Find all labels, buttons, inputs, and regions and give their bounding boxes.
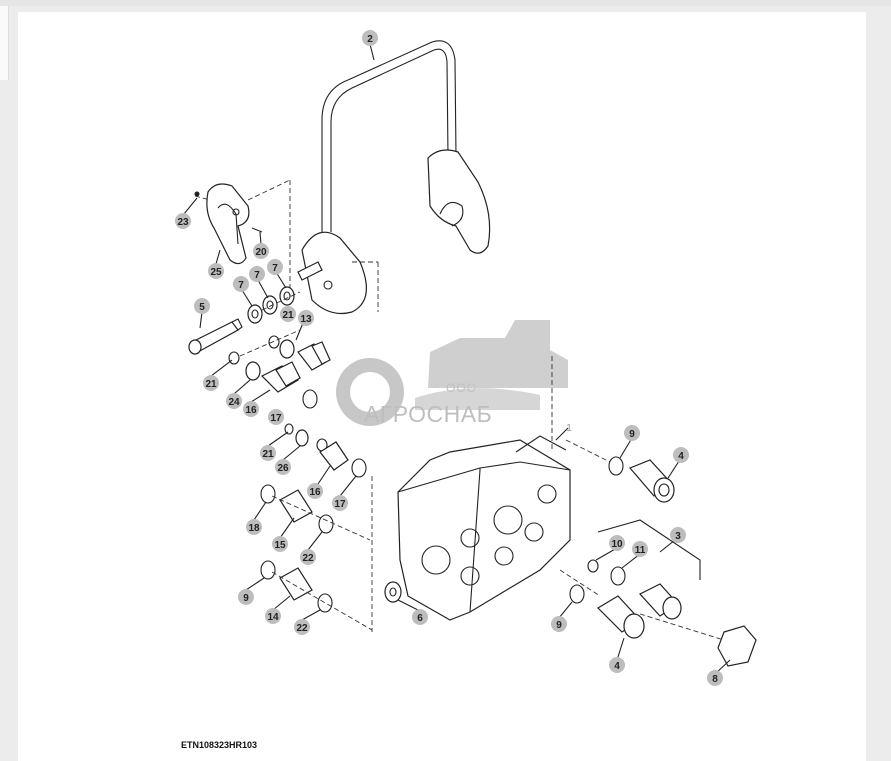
svg-text:16: 16 [309,487,321,498]
svg-text:14: 14 [267,612,279,623]
callout: 16 [307,483,323,499]
callout: 4 [673,447,689,463]
callout: 1 [566,423,572,434]
svg-text:5: 5 [199,302,205,313]
top-strip [0,0,891,6]
callout: 25 [208,263,224,279]
svg-text:6: 6 [417,613,423,624]
callout: 5 [194,298,210,314]
svg-text:24: 24 [228,397,240,408]
callout: 2 [362,30,378,46]
callout: 21 [260,445,276,461]
callout: 17 [268,409,284,425]
handle-part [297,40,491,315]
svg-text:10: 10 [611,539,623,550]
callouts: 2 23 20 25 5 7 7 7 21 13 21 24 16 17 21 … [175,30,723,686]
callout: 20 [253,243,269,259]
callout: 9 [624,425,640,441]
watermark-prefix: ООО [446,381,477,395]
svg-text:7: 7 [238,280,244,291]
svg-text:13: 13 [300,314,312,325]
svg-text:9: 9 [556,620,562,631]
callout: 9 [551,616,567,632]
callout: 24 [226,393,242,409]
svg-text:9: 9 [243,593,249,604]
svg-text:16: 16 [245,405,257,416]
svg-text:22: 22 [296,623,308,634]
svg-text:1: 1 [566,423,572,434]
svg-text:7: 7 [272,263,278,274]
callout: 21 [280,306,296,322]
callout: 4 [609,657,625,673]
watermark-combine-icon [428,320,568,388]
svg-text:17: 17 [270,413,282,424]
callout: 10 [609,535,625,551]
svg-text:23: 23 [177,217,189,228]
callout: 7 [233,276,249,292]
watermark-brand: АГРОСНАБ [364,401,492,427]
svg-text:21: 21 [205,379,217,390]
svg-text:26: 26 [277,463,289,474]
callout: 16 [243,401,259,417]
callout: 22 [300,549,316,565]
svg-text:7: 7 [254,270,260,281]
svg-text:4: 4 [678,451,684,462]
svg-text:4: 4 [614,661,620,672]
callout: 21 [203,375,219,391]
fittings-left [228,329,373,632]
bracket-part [194,179,291,316]
callout: 3 [670,527,686,543]
side-panel-edge [0,6,9,80]
svg-text:15: 15 [274,540,286,551]
svg-text:21: 21 [262,449,274,460]
callout: 11 [632,541,648,557]
svg-text:11: 11 [635,545,646,556]
callout: 6 [412,609,428,625]
figure-id: ETN108323HR103 [181,740,258,750]
callout: 7 [267,259,283,275]
svg-text:21: 21 [282,310,294,321]
callout: 9 [238,589,254,605]
callout: 7 [249,266,265,282]
watermark: ООО АГРОСНАБ [336,320,568,427]
valve-body-part [397,356,611,621]
callout: 15 [272,536,288,552]
callout: 23 [175,213,191,229]
svg-text:18: 18 [248,523,260,534]
svg-text:25: 25 [210,267,222,278]
svg-text:20: 20 [255,247,267,258]
callout: 8 [707,670,723,686]
svg-text:2: 2 [367,34,373,45]
svg-text:22: 22 [302,553,314,564]
callout: 18 [246,519,262,535]
fittings-right [384,456,757,667]
callout: 14 [265,608,281,624]
svg-text:3: 3 [675,531,681,542]
callout: 26 [275,459,291,475]
pin-part [188,318,243,355]
callout: 22 [294,619,310,635]
svg-text:17: 17 [334,499,346,510]
washer-stack [247,286,301,324]
callout: 17 [332,495,348,511]
svg-text:8: 8 [712,674,718,685]
callout: 13 [298,310,314,326]
svg-text:9: 9 [629,429,635,440]
